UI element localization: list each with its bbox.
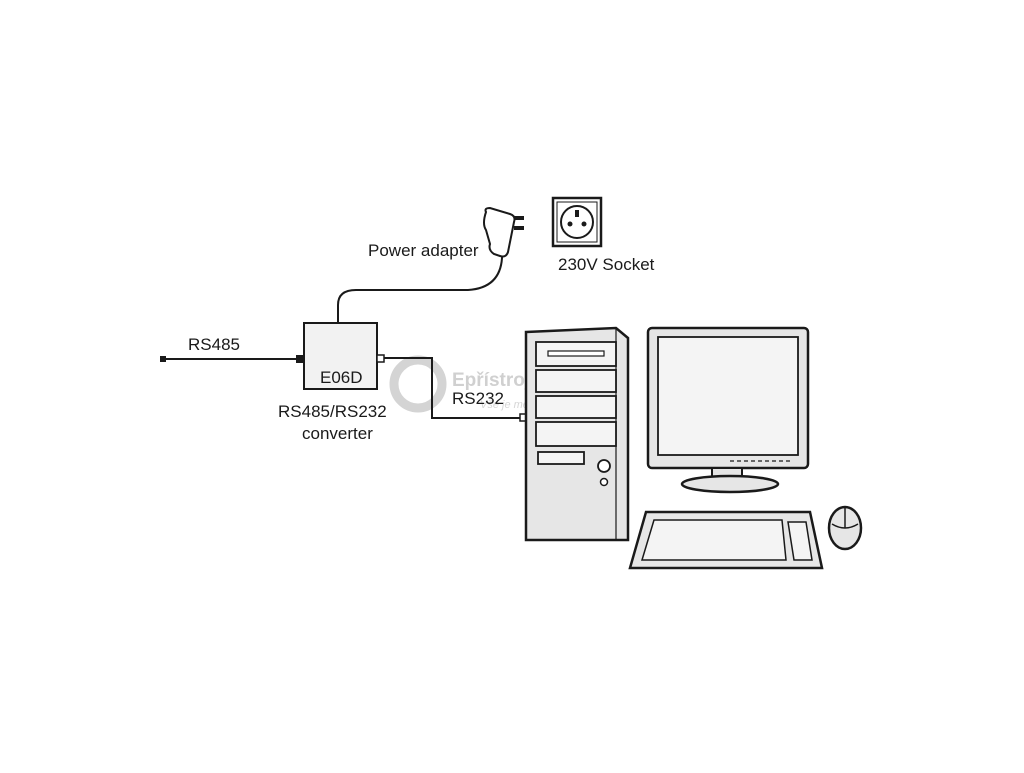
socket-hole-right	[581, 221, 587, 227]
monitor-screen	[657, 336, 799, 456]
mouse-icon	[827, 505, 863, 551]
keyboard-numpad	[787, 521, 813, 561]
rs232-cable	[384, 357, 522, 419]
watermark-logo-icon	[389, 355, 447, 413]
socket-icon	[551, 196, 603, 248]
reset-button-icon	[599, 477, 609, 487]
adapter-body	[483, 206, 516, 258]
socket-hole-left	[567, 221, 573, 227]
rs232-label: RS232	[452, 389, 504, 408]
rs485-label: RS485	[188, 335, 240, 354]
mouse-button-edge	[831, 523, 859, 529]
rs232-port-converter	[376, 354, 385, 363]
socket-earth-pin	[575, 210, 579, 217]
drive-bay-4	[535, 421, 617, 447]
optical-drive-tray	[547, 350, 605, 357]
adapter-prong-top	[514, 216, 524, 220]
socket-face	[560, 205, 594, 239]
floppy-slot	[537, 451, 585, 465]
keyboard-main-keys	[640, 519, 787, 561]
device-label: E06D	[320, 368, 363, 387]
converter-device: E06D	[303, 322, 385, 390]
rs485-connector	[296, 355, 304, 363]
power-adapter-label: Power adapter	[368, 241, 479, 260]
converter-label-line2: converter	[302, 424, 373, 443]
adapter-prong-bottom	[514, 226, 524, 230]
socket-label: 230V Socket	[558, 255, 655, 274]
drive-bay-2	[535, 369, 617, 393]
converter-box	[303, 322, 378, 390]
rs485-bus	[160, 355, 304, 363]
power-adapter-icon	[483, 206, 524, 258]
keyboard-icon	[628, 510, 824, 570]
monitor-stand	[680, 474, 780, 494]
monitor-icon	[646, 326, 810, 494]
socket-inner-frame	[556, 201, 598, 243]
drive-bay-3	[535, 395, 617, 419]
converter-label-line1: RS485/RS232	[278, 402, 387, 421]
pc-tower-icon	[524, 326, 630, 542]
power-button-icon	[597, 459, 611, 473]
power-cable	[337, 247, 505, 323]
